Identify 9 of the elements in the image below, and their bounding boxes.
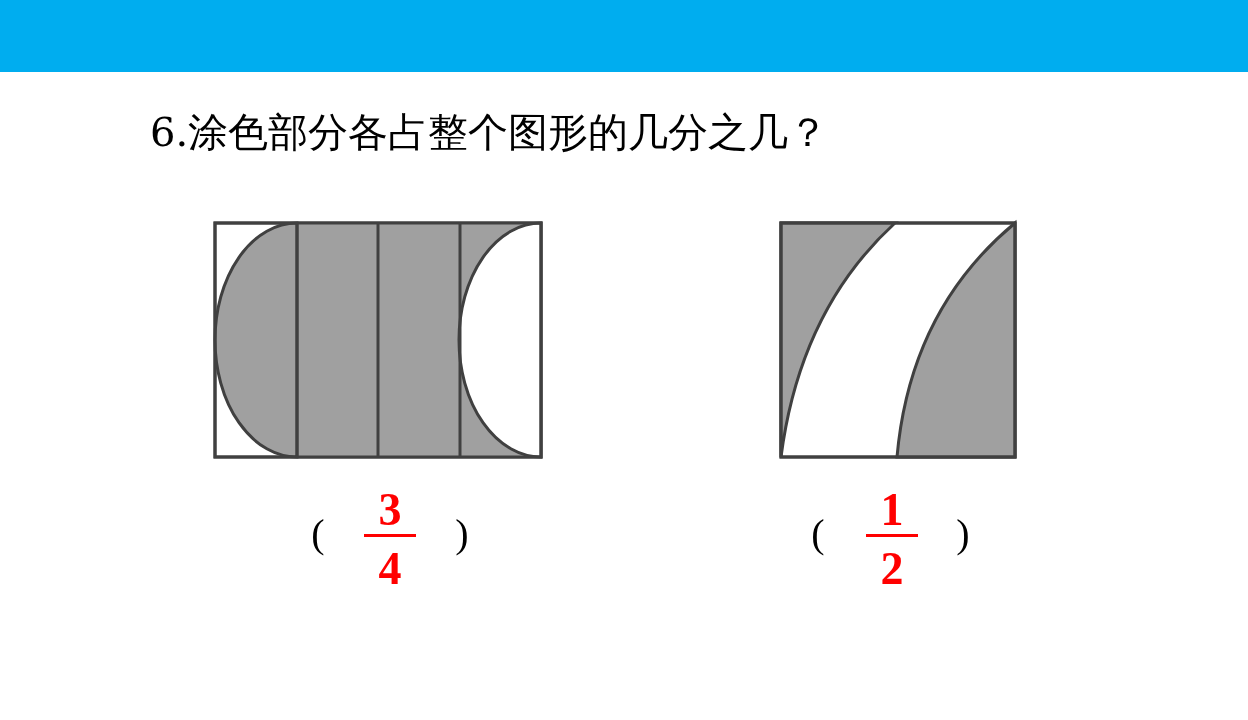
bracket: ) xyxy=(455,514,469,554)
numerator: 1 xyxy=(880,487,904,533)
denominator: 2 xyxy=(880,546,904,592)
bracket: ( xyxy=(811,514,825,554)
denominator: 4 xyxy=(378,546,402,592)
bracket: ( xyxy=(311,514,325,554)
numerator: 3 xyxy=(378,487,402,533)
question-text: 6.涂色部分各占整个图形的几分之几？ xyxy=(150,112,829,152)
bracket: ) xyxy=(956,514,970,554)
